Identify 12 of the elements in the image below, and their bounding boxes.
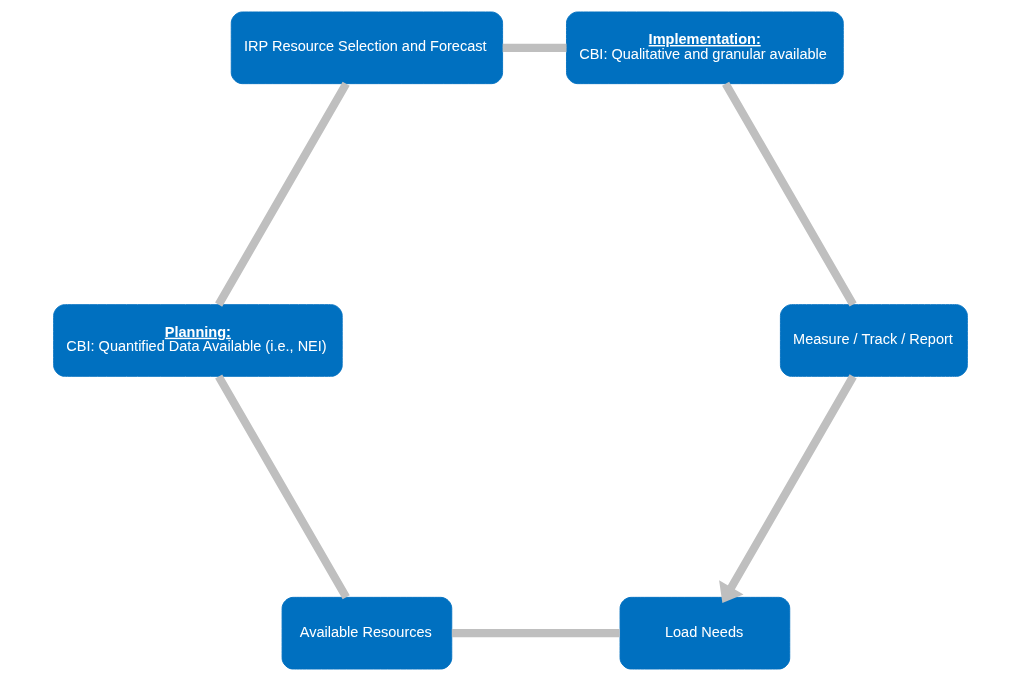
node-box: Planning: CBI: Quantified Data Available (i.e., NEI)	[53, 304, 343, 377]
arrow	[719, 374, 857, 603]
node-box: Measure / Track / Report	[779, 304, 968, 377]
node-box: Available Resources	[281, 596, 453, 670]
connector	[502, 43, 567, 52]
node-box: Implementation: CBI: Qualitative and granular available	[566, 11, 844, 85]
connector	[215, 81, 350, 307]
connector	[722, 81, 857, 307]
connector	[451, 629, 620, 638]
node-box: IRP Resource Selection and Forecast	[230, 11, 504, 85]
connector	[215, 374, 350, 600]
node-box: Load Needs	[619, 596, 791, 670]
